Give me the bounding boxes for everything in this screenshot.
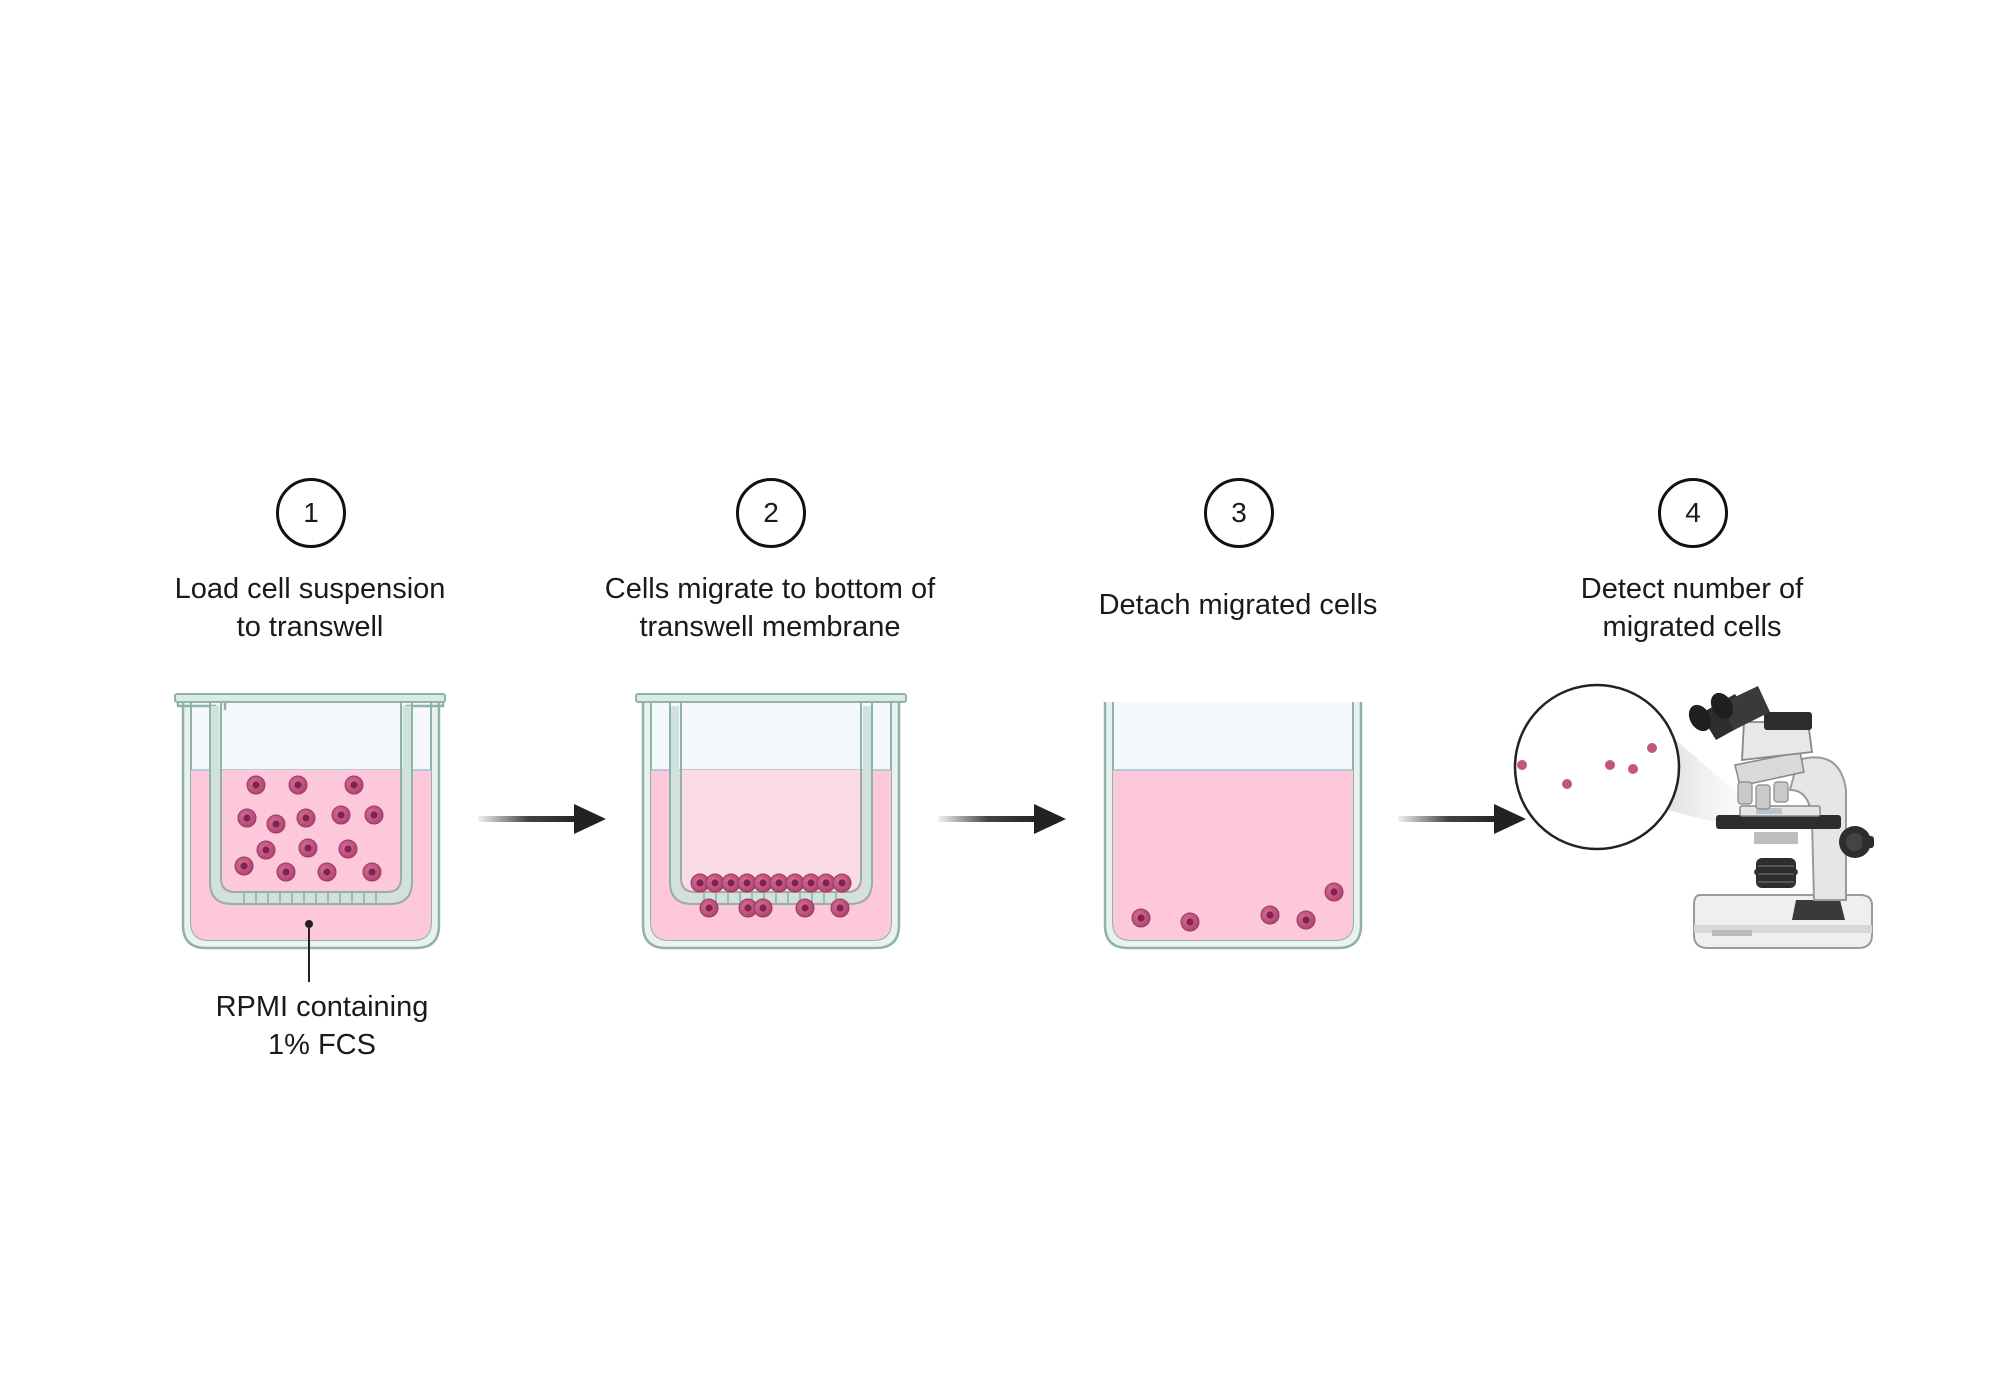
microscope-step-4: [1513, 683, 1874, 949]
step-1-title-line-1: Load cell suspension: [174, 573, 446, 605]
arrow-1: [478, 804, 606, 834]
step-3-title-line-1: Detach migrated cells: [1098, 589, 1378, 621]
step-1-title-line-2: to transwell: [236, 611, 384, 643]
step-2-title: Cells migrate to bottom of transwell mem…: [550, 570, 990, 646]
step-4-title-line-1: Detect number of: [1580, 573, 1804, 605]
step-2-title-line-2: transwell membrane: [639, 611, 901, 643]
arrow-3: [1398, 804, 1526, 834]
callout-line-1: RPMI containing: [215, 991, 429, 1023]
step-4-title-line-2: migrated cells: [1602, 611, 1782, 643]
membrane-pores-1: [243, 893, 377, 903]
callout-line-2: 1% FCS: [268, 1029, 376, 1061]
step-2-title-line-1: Cells migrate to bottom of: [604, 573, 936, 605]
microscope: [1688, 686, 1874, 949]
step-1-number: 1: [276, 478, 346, 548]
transwell-step-2: [635, 693, 907, 950]
arrow-2: [938, 804, 1066, 834]
medium-callout-label: RPMI containing 1% FCS: [172, 988, 472, 1064]
step-4-number: 4: [1658, 478, 1728, 548]
well-step-3: [1103, 702, 1363, 950]
step-4-title: Detect number of migrated cells: [1472, 570, 1912, 646]
step-1-title: Load cell suspension to transwell: [90, 570, 530, 646]
step-3-number: 3: [1204, 478, 1274, 548]
magnification-cone: [1660, 728, 1745, 830]
step-3-title: Detach migrated cells: [1018, 586, 1458, 624]
step-2-number: 2: [736, 478, 806, 548]
magnified-view: [1513, 683, 1681, 851]
transwell-step-1: [174, 693, 446, 982]
